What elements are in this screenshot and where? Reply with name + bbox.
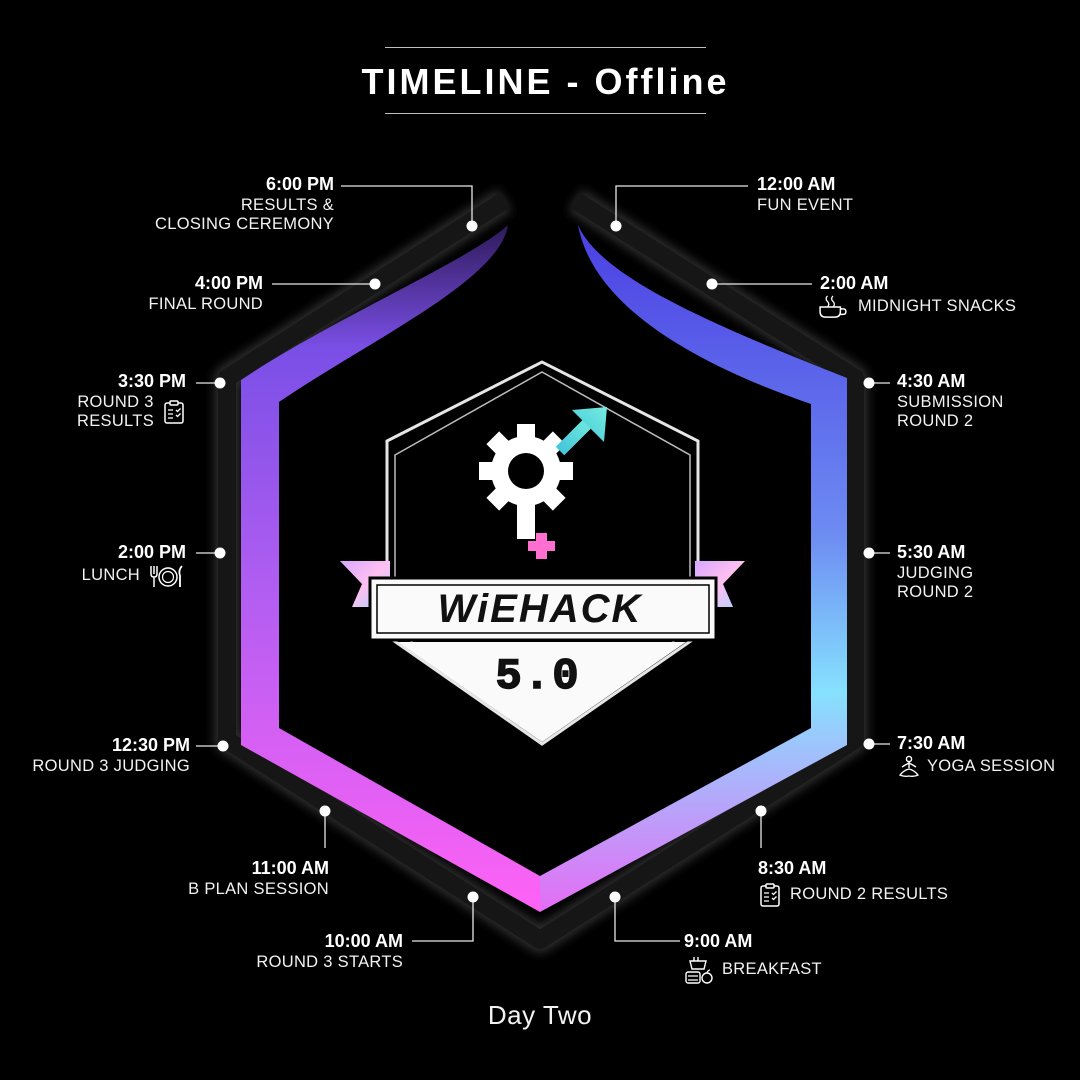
event-row: BREAKFAST [684,955,904,985]
timeline-dots [214,220,875,903]
dot [214,547,226,559]
event-11am: 11:00 AM B PLAN SESSION [0,858,329,899]
event-time: 11:00 AM [251,858,329,878]
event-830am: 8:30 AM ROUND 2 RESULTS [758,858,1008,907]
event-530am: 5:30 AM JUDGING ROUND 2 [897,542,1067,603]
event-10am: 10:00 AM ROUND 3 STARTS [73,931,403,972]
event-label: JUDGING ROUND 2 [897,563,974,602]
dot [467,891,479,903]
event-time: 8:30 AM [758,858,827,878]
event-time: 7:30 AM [897,733,966,753]
event-label: ROUND 3 JUDGING [32,756,190,775]
dot [319,805,331,817]
logo-version: 5.0 [495,652,580,702]
dot [369,278,381,290]
event-4pm: 4:00 PM FINAL ROUND [0,273,263,314]
page-title: TIMELINE - Offline [361,61,730,102]
event-row: YOGA SESSION [897,755,1077,779]
dot [755,805,767,817]
event-1230pm: 12:30 PM ROUND 3 JUDGING [0,735,190,776]
clipboard-icon [760,882,780,907]
dot [466,220,478,232]
dot [610,220,622,232]
event-2pm: 2:00 PM LUNCH [0,542,186,588]
event-label: MIDNIGHT SNACKS [858,296,1017,315]
event-12am: 12:00 AM FUN EVENT [757,174,1080,215]
dot [863,377,875,389]
day-label: Day Two [487,1000,593,1030]
event-row: LUNCH [0,564,186,588]
event-time: 4:30 AM [897,371,966,391]
event-330pm: 3:30 PM ROUND 3 RESULTS [0,371,186,432]
event-label: YOGA SESSION [927,756,1056,775]
event-row: ROUND 3 RESULTS [0,393,186,433]
event-label: FUN EVENT [757,195,854,214]
gear-icon [479,424,573,518]
dot [609,891,621,903]
event-time: 12:00 AM [757,174,836,194]
event-label: ROUND 2 RESULTS [790,884,949,903]
event-label: FINAL ROUND [148,294,263,313]
event-label: ROUND 3 RESULTS [77,392,154,431]
event-row: MIDNIGHT SNACKS [816,295,1070,319]
event-label: BREAKFAST [722,959,822,978]
logo-name: WiEHACK [438,587,644,631]
dot [863,738,875,750]
yoga-icon [898,755,920,777]
hexagon-track [214,189,868,953]
event-9am: 9:00 AM BREAKFAST [684,931,904,985]
event-time: 4:00 PM [194,273,263,293]
title-rule-bottom [385,113,706,114]
event-time: 2:00 PM [117,542,186,562]
event-row: ROUND 2 RESULTS [758,882,1008,907]
event-label: LUNCH [81,565,140,584]
dot [863,547,875,559]
event-time: 5:30 AM [897,542,966,562]
event-time: 12:30 PM [111,735,190,755]
wiehack-logo: WiEHACK 5.0 [340,360,745,746]
event-label: RESULTS & CLOSING CEREMONY [155,195,334,234]
event-time: 6:00 PM [265,174,334,194]
arrow-icon [555,407,607,456]
event-time: 9:00 AM [684,931,753,951]
event-time: 3:30 PM [117,371,186,391]
dot [217,740,229,752]
event-430am: 4:30 AM SUBMISSION ROUND 2 [897,371,1067,432]
event-730am: 7:30 AM YOGA SESSION [897,733,1077,779]
coffee-icon [819,295,847,318]
event-label: SUBMISSION ROUND 2 [897,392,1004,431]
event-label: B PLAN SESSION [188,879,329,898]
dot [706,278,718,290]
cutlery-icon [150,564,183,587]
event-time: 10:00 AM [324,931,403,951]
event-label: ROUND 3 STARTS [256,952,403,971]
event-time: 2:00 AM [820,273,889,293]
event-6pm: 6:00 PM RESULTS & CLOSING CEREMONY [4,174,334,235]
title-rule-top [385,47,706,48]
dot [214,377,226,389]
event-2am: 2:00 AM MIDNIGHT SNACKS [819,273,1070,319]
breakfast-icon [685,956,713,984]
clipboard-icon [164,400,184,425]
title-block: TIMELINE - Offline [362,47,726,114]
